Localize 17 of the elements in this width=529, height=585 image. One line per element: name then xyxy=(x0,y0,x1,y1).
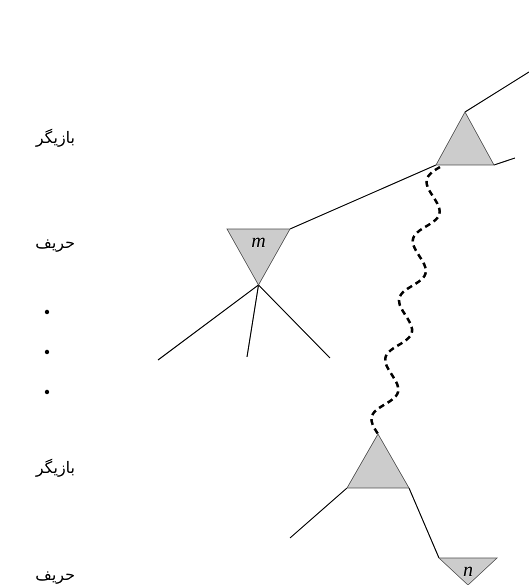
branch-line xyxy=(408,488,440,558)
wavy-line xyxy=(370,166,442,435)
triangle-node xyxy=(347,434,409,488)
branch-line xyxy=(158,284,259,360)
player-label: بازیگر xyxy=(36,128,75,148)
branch-line xyxy=(246,284,260,358)
player-label: بازیگر xyxy=(36,458,75,478)
branch-line xyxy=(258,284,330,358)
triangle-node: n xyxy=(439,558,497,585)
triangle-node: m xyxy=(227,229,290,285)
branch-line xyxy=(290,164,436,230)
branch-line xyxy=(464,72,529,112)
player-label: حریف xyxy=(35,233,75,253)
player-label: حریف xyxy=(35,565,75,585)
triangle-node xyxy=(436,112,494,165)
branch-line xyxy=(290,488,348,538)
branch-line xyxy=(494,157,516,166)
